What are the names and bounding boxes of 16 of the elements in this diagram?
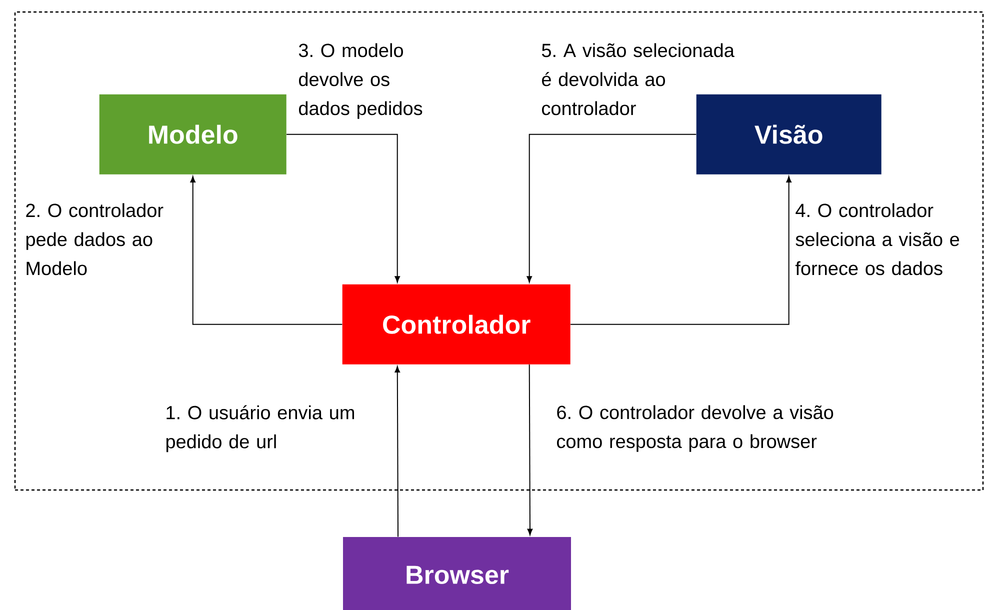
edge-label: 2. O controlador pede dados ao Modelo <box>26 203 164 276</box>
arrow <box>526 134 697 283</box>
process-box: Modelo <box>99 94 286 174</box>
arrow <box>190 176 343 325</box>
edge-label: 3. O modelo devolve os dados pedidos <box>298 43 422 119</box>
process-box: Controlador <box>342 284 570 364</box>
edge-label: 1. O usuário envia um pedido de url <box>166 405 354 452</box>
arrow <box>527 364 533 536</box>
edge-label: 4. O controlador seleciona a visão e fornece os dados <box>795 203 960 276</box>
edge-label: 6. O controlador devolve a visão como resposta para o browser <box>557 405 834 452</box>
arrow <box>394 366 400 538</box>
process-box: Browser <box>343 537 571 610</box>
process-box: Visão <box>696 94 882 174</box>
dashed-boundary <box>14 11 984 491</box>
arrow <box>570 176 792 325</box>
arrow <box>286 134 400 283</box>
